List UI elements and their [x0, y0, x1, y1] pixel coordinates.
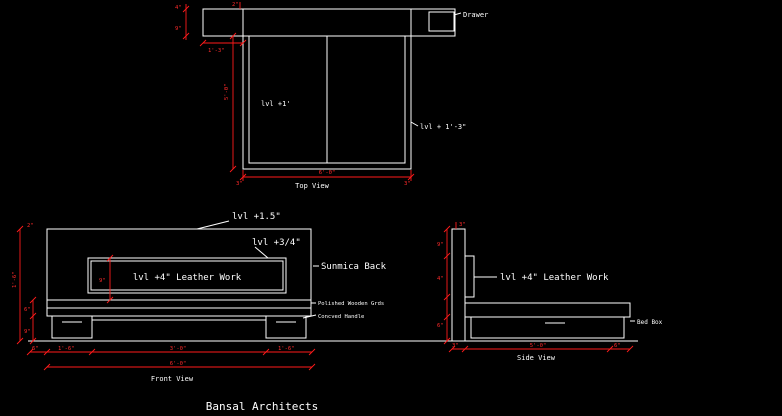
- leather-panel-inner: [90, 260, 284, 291]
- dim-tick: [88, 348, 96, 356]
- top-view-title: Top View: [295, 182, 330, 190]
- level-label-right: lvl + 1'-3": [420, 123, 466, 131]
- bedbox-label: Bed Box: [637, 319, 663, 326]
- dim-tick: [308, 348, 316, 356]
- dim-tick: [443, 252, 451, 260]
- side-leather-label: lvl +4" Leather Work: [500, 273, 609, 283]
- dim-tick: [43, 363, 51, 371]
- dim-tick: [626, 345, 634, 353]
- dim-tick: [106, 296, 114, 304]
- dim-text: 6": [614, 343, 621, 349]
- lvl15-label: lvl +1.5": [232, 212, 281, 222]
- dim-text: 6'-0": [170, 361, 187, 367]
- drawer-label: Drawer: [463, 11, 488, 19]
- dim-tick: [443, 293, 451, 301]
- dim-text: 6": [437, 323, 444, 329]
- dim-text: 4": [437, 276, 444, 282]
- dim-tick: [182, 5, 190, 13]
- dim-tick: [16, 337, 24, 345]
- dim-text: 1'-6": [278, 346, 295, 352]
- front-view-dimensions: 1'-6" 2" 6" 9" 9" 6" 1'-6" 3'-0" 1'-6": [12, 223, 316, 371]
- dim-tick: [461, 345, 469, 353]
- dim-tick: [443, 337, 451, 345]
- lvl15-leader: [196, 220, 230, 230]
- bed-outline: [242, 8, 412, 170]
- right-drawer-box: [265, 315, 307, 339]
- dim-tick: [229, 32, 237, 40]
- side-bed-box: [470, 316, 625, 339]
- dim-tick: [43, 348, 51, 356]
- dim-text: 6": [32, 346, 39, 352]
- drawer-leader: [453, 12, 462, 16]
- dim-text: 3'-0": [170, 346, 187, 352]
- dim-text: 1'-6": [12, 271, 18, 288]
- dim-tick: [229, 165, 237, 173]
- side-view-dimensions: 9" 4" 6" 3" 3" 5'-0" 6": [437, 222, 634, 353]
- dim-text: 9": [437, 242, 444, 248]
- dim-tick: [26, 348, 34, 356]
- leather-profile: [464, 255, 475, 298]
- dim-text: 5'-0": [224, 83, 230, 100]
- dim-text: 1'-3": [208, 48, 225, 54]
- dim-tick: [182, 32, 190, 40]
- dim-tick: [606, 345, 614, 353]
- dim-text: 2": [232, 2, 239, 8]
- lvl34-leader: [254, 246, 269, 259]
- front-view-title: Front View: [151, 375, 194, 383]
- dim-tick: [29, 296, 37, 304]
- level-label-inner: lvl +1': [261, 100, 291, 108]
- dim-text: 9": [99, 278, 106, 284]
- left-drawer-box: [51, 315, 93, 339]
- dim-text: 2": [27, 223, 34, 229]
- drawer-box: [428, 11, 455, 32]
- handle-leader: [302, 314, 317, 319]
- dim-tick: [308, 363, 316, 371]
- dim-tick: [443, 225, 451, 233]
- dim-text: 9": [24, 329, 31, 335]
- dim-tick: [262, 348, 270, 356]
- dim-tick: [199, 39, 207, 47]
- top-view-dimensions: 4" 9" 2" 1'-3" 5'-0" 6'-0" 3" 3": [175, 2, 415, 187]
- front-view: lvl +4" Leather Work lvl +1.5" lvl +3/4"…: [12, 212, 387, 383]
- top-view: Drawer lvl +1' lvl + 1'-3" 4" 9" 2" 1'-3…: [175, 2, 488, 190]
- dim-tick: [239, 39, 247, 47]
- headboard-post: [451, 228, 466, 342]
- firm-title: Bansal Architects: [206, 400, 319, 413]
- dim-text: 3": [404, 181, 411, 187]
- dim-tick: [16, 225, 24, 233]
- side-view-title: Side View: [517, 354, 556, 362]
- dim-text: 1'-6": [58, 346, 75, 352]
- dim-tick: [448, 345, 456, 353]
- dim-tick: [106, 254, 114, 262]
- handle-label: Concved Handle: [318, 314, 364, 320]
- dim-text: 3": [452, 343, 459, 349]
- dim-text: 3": [459, 222, 466, 228]
- dim-text: 6'-0": [319, 170, 336, 176]
- dim-text: 5'-0": [530, 343, 547, 349]
- sunmica-label: Sunmica Back: [321, 262, 387, 272]
- dim-tick: [29, 312, 37, 320]
- dim-tick: [29, 337, 37, 345]
- grids-label: Polished Wooden Grds: [318, 301, 384, 307]
- dim-tick: [407, 173, 415, 181]
- dim-tick: [443, 313, 451, 321]
- dim-text: 9": [175, 26, 182, 32]
- side-view: lvl +4" Leather Work Bed Box 9" 4" 6" 3"…: [437, 222, 663, 362]
- dim-text: 4": [175, 5, 182, 11]
- leather-work-label: lvl +4" Leather Work: [133, 273, 242, 283]
- headboard-strip: [202, 8, 456, 37]
- dim-text: 3": [236, 181, 243, 187]
- dim-tick: [239, 173, 247, 181]
- lvl34-label: lvl +3/4": [252, 238, 301, 248]
- level-leader-right: [410, 121, 419, 127]
- dim-text: 6": [24, 307, 31, 313]
- side-platform: [464, 302, 631, 318]
- leather-panel-outer: [87, 257, 287, 294]
